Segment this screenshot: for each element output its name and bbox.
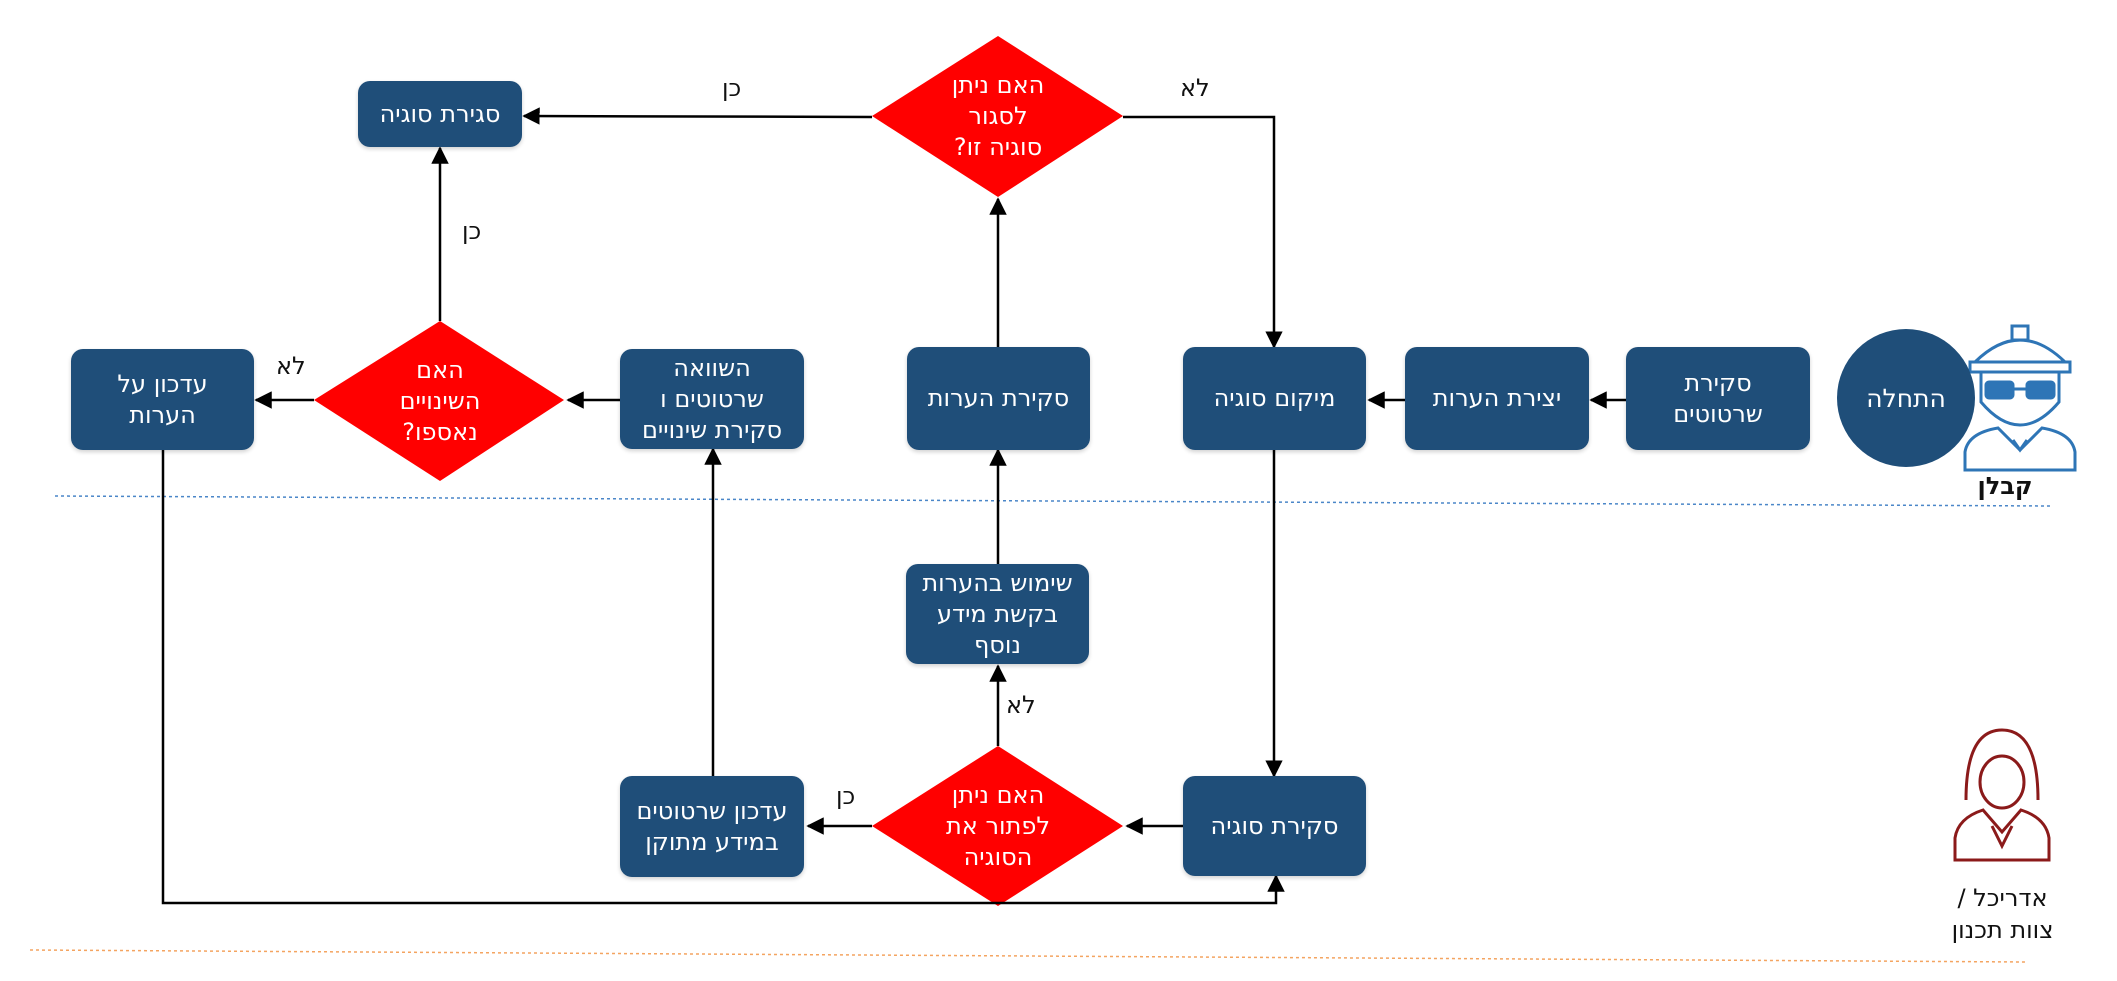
arrow-can-close-no: [1123, 115, 1283, 349]
review-comments-box: סקירת הערות: [907, 347, 1090, 450]
start-circle: התחלה: [1837, 329, 1975, 467]
use-comments-box: שימוש בהערות בקשת מידע נוסף: [906, 564, 1089, 664]
update-comments-box: עדכון על הערות: [71, 349, 254, 450]
edge-label-resolve-no: לא: [1006, 691, 1036, 719]
create-comments-box: יצירת הערות: [1405, 347, 1589, 450]
woman-user-icon: [1953, 728, 2051, 862]
lane-label-contractor: קבלן: [1977, 472, 2033, 500]
review-issue-box: סקירת סוגיה: [1183, 776, 1366, 876]
decision-can-close-text: האם ניתן לסגור סוגיה זו?: [951, 70, 1045, 161]
decision-can-resolve-text: האם ניתן לפתור את הסוגיה: [946, 780, 1050, 871]
decision-changes-added-diamond: [314, 321, 564, 481]
upper-lane-divider: [54, 495, 2051, 507]
edge-label-close-no: לא: [1180, 74, 1210, 102]
locate-issue-box: מיקום סוגיה: [1183, 347, 1366, 450]
edge-label-close-yes: כן: [722, 74, 742, 102]
compare-drawings-box: השוואה שרטוטים ו סקירת שינויים: [620, 349, 804, 449]
decision-can-close-diamond: [872, 36, 1123, 197]
arrow-update-comments-to-review-issue: [161, 450, 1285, 905]
review-drawings-box: סקירת שרטוטים: [1626, 347, 1810, 450]
arrow-can-close-yes: [522, 107, 873, 125]
decision-changes-added-text: האם השינויים נאספו?: [399, 355, 481, 446]
lower-lane-divider: [29, 949, 2026, 963]
edge-label-changes-yes: כן: [462, 217, 482, 245]
edge-label-resolve-yes: כן: [836, 782, 856, 810]
update-drawings-box: עדכון שרטוטים במידע מתוקן: [620, 776, 804, 877]
edge-label-changes-no: לא: [276, 352, 306, 380]
decision-can-resolve-diamond: [872, 746, 1123, 906]
lane-label-architect: אדריכל / צוות תכנון: [1951, 884, 2054, 944]
construction-worker-icon: [1963, 324, 2077, 472]
close-issue-box: סגירת סוגיה: [358, 81, 522, 147]
